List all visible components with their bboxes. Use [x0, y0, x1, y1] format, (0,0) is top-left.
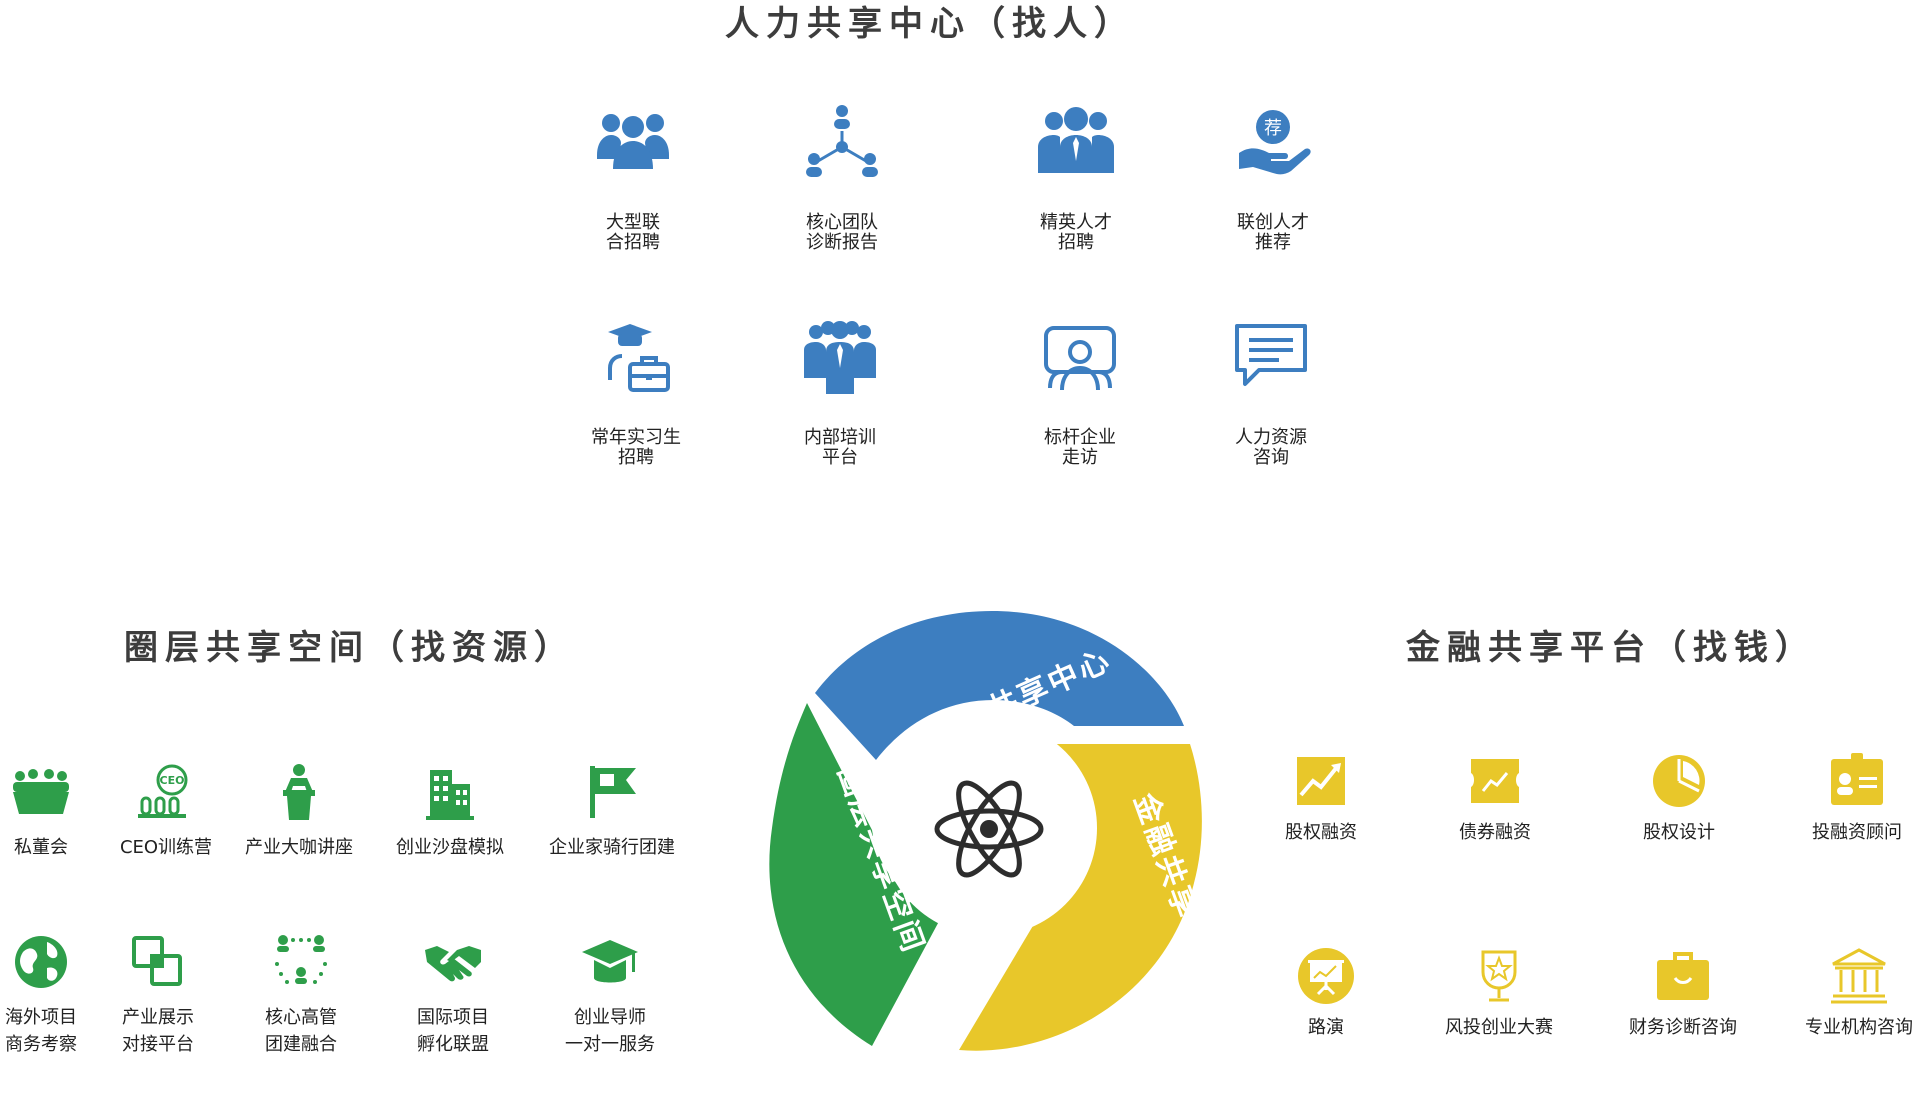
flag-icon	[582, 762, 642, 822]
recommend-hand-icon: 荐	[1233, 103, 1313, 183]
circle-item-industry-lecture: 产业大咖讲座	[219, 762, 379, 861]
finance-item-bond-financing: 债券融资	[1415, 751, 1575, 843]
hr-item-benchmark-visit: 标杆企业 走访	[995, 318, 1165, 468]
circle-item-label: CEO训练营	[119, 837, 213, 858]
circle-item-ceo-camp: CEO CEO训练营	[86, 762, 246, 861]
org-network-icon	[802, 103, 882, 183]
hr-item-team-diagnosis: 核心团队 诊断报告	[757, 103, 927, 253]
circle-item-industry-showcase: 产业展示 对接平台	[78, 932, 238, 1058]
circle-item-sandbox: 创业沙盘模拟	[370, 762, 530, 861]
svg-text:CEO: CEO	[160, 774, 185, 787]
bond-ticket-icon	[1465, 751, 1525, 811]
circle-item-label: 产业大咖讲座	[245, 837, 353, 858]
hr-item-label: 常年实习生 招聘	[591, 427, 681, 468]
hr-item-elite-recruitment: 精英人才 招聘	[991, 103, 1161, 253]
graduation-cap-icon	[580, 932, 640, 992]
circle-item-label: 核心高管 团建融合	[265, 1007, 337, 1055]
lecture-podium-icon	[269, 762, 329, 822]
circle-item-label: 海外项目 商务考察	[5, 1007, 77, 1055]
circle-item-incubation: 国际项目 孵化联盟	[373, 932, 533, 1058]
finance-item-investment-advisor: 投融资顾问	[1777, 751, 1920, 843]
circle-item-executive-team: 核心高管 团建融合	[221, 932, 381, 1058]
globe-icon	[11, 932, 71, 992]
people-group-icon	[593, 103, 673, 183]
growth-chart-icon	[1291, 751, 1351, 811]
hr-item-label: 核心团队 诊断报告	[806, 212, 878, 253]
finance-item-label: 风投创业大赛	[1445, 1017, 1553, 1038]
circle-item-label: 国际项目 孵化联盟	[417, 1007, 489, 1055]
finance-item-label: 股权设计	[1643, 822, 1715, 843]
finance-item-roadshow: 路演	[1246, 946, 1406, 1038]
svg-text:荐: 荐	[1264, 118, 1282, 139]
circle-item-label: 创业导师 一对一服务	[565, 1007, 655, 1055]
hr-item-cofounder-recommend: 荐 联创人才 推荐	[1188, 103, 1358, 253]
pie-chart-icon	[1649, 751, 1709, 811]
presentation-icon	[1296, 946, 1356, 1006]
link-squares-icon	[128, 932, 188, 992]
wheel-segment-finance	[959, 744, 1202, 1051]
team-crowd-icon	[800, 318, 880, 398]
graduate-briefcase-icon	[596, 318, 676, 398]
ceo-training-icon: CEO	[136, 762, 196, 822]
finance-item-financial-diagnosis: 财务诊断咨询	[1603, 946, 1763, 1038]
hr-item-label: 标杆企业 走访	[1044, 427, 1116, 468]
wheel-segment-hr	[815, 611, 1184, 760]
finance-item-label: 债券融资	[1459, 822, 1531, 843]
hr-item-label: 精英人才 招聘	[1040, 212, 1112, 253]
hr-item-label: 联创人才 推荐	[1237, 212, 1309, 253]
visit-meeting-icon	[1040, 318, 1120, 398]
hr-item-hr-consulting: 人力资源 咨询	[1186, 318, 1356, 468]
finance-section-title: 金融共享平台（找钱）	[1406, 628, 1816, 668]
circle-item-label: 产业展示 对接平台	[122, 1007, 194, 1055]
hr-item-intern-recruitment: 常年实习生 招聘	[551, 318, 721, 468]
sharing-wheel-diagram: 人力共享中心 金融共享平台 圈层共享空间	[769, 611, 1227, 1051]
hr-item-joint-recruitment: 大型联 合招聘	[548, 103, 718, 253]
finance-item-label: 路演	[1308, 1017, 1344, 1038]
team-circle-icon	[271, 932, 331, 992]
circle-section-title: 圈层共享空间（找资源）	[124, 628, 575, 668]
circle-item-overseas: 海外项目 商务考察	[0, 932, 121, 1058]
hr-item-label: 人力资源 咨询	[1235, 427, 1307, 468]
finance-item-equity-design: 股权设计	[1599, 751, 1759, 843]
business-people-icon	[1036, 103, 1116, 183]
circle-item-mentor: 创业导师 一对一服务	[530, 932, 690, 1058]
hr-item-training-platform: 内部培训 平台	[755, 318, 925, 468]
finance-item-label: 股权融资	[1285, 822, 1357, 843]
finance-item-institution-consulting: 专业机构咨询	[1779, 946, 1920, 1038]
finance-item-label: 专业机构咨询	[1805, 1017, 1913, 1038]
finance-item-vc-contest: 风投创业大赛	[1419, 946, 1579, 1038]
id-card-icon	[1827, 751, 1887, 811]
institution-icon	[1829, 946, 1889, 1006]
board-crowd-icon	[11, 762, 71, 822]
handshake-icon	[423, 932, 483, 992]
trophy-star-icon	[1469, 946, 1529, 1006]
atom-icon	[934, 780, 1044, 878]
finance-item-label: 投融资顾问	[1812, 822, 1902, 843]
city-buildings-icon	[420, 762, 480, 822]
circle-item-label: 创业沙盘模拟	[396, 837, 504, 858]
wheel-segment-circle	[769, 703, 944, 1046]
briefcase-icon	[1653, 946, 1713, 1006]
circle-item-label: 企业家骑行团建	[549, 837, 675, 858]
circle-item-label: 私董会	[14, 837, 68, 858]
hr-item-label: 内部培训 平台	[804, 427, 876, 468]
hr-section-title: 人力共享中心（找人）	[725, 4, 1135, 44]
finance-item-label: 财务诊断咨询	[1629, 1017, 1737, 1038]
circle-item-cycling: 企业家骑行团建	[532, 762, 692, 861]
hr-item-label: 大型联 合招聘	[606, 212, 660, 253]
circle-item-private-board: 私董会	[0, 762, 121, 861]
message-bubble-icon	[1231, 318, 1311, 398]
finance-item-equity-financing: 股权融资	[1241, 751, 1401, 843]
